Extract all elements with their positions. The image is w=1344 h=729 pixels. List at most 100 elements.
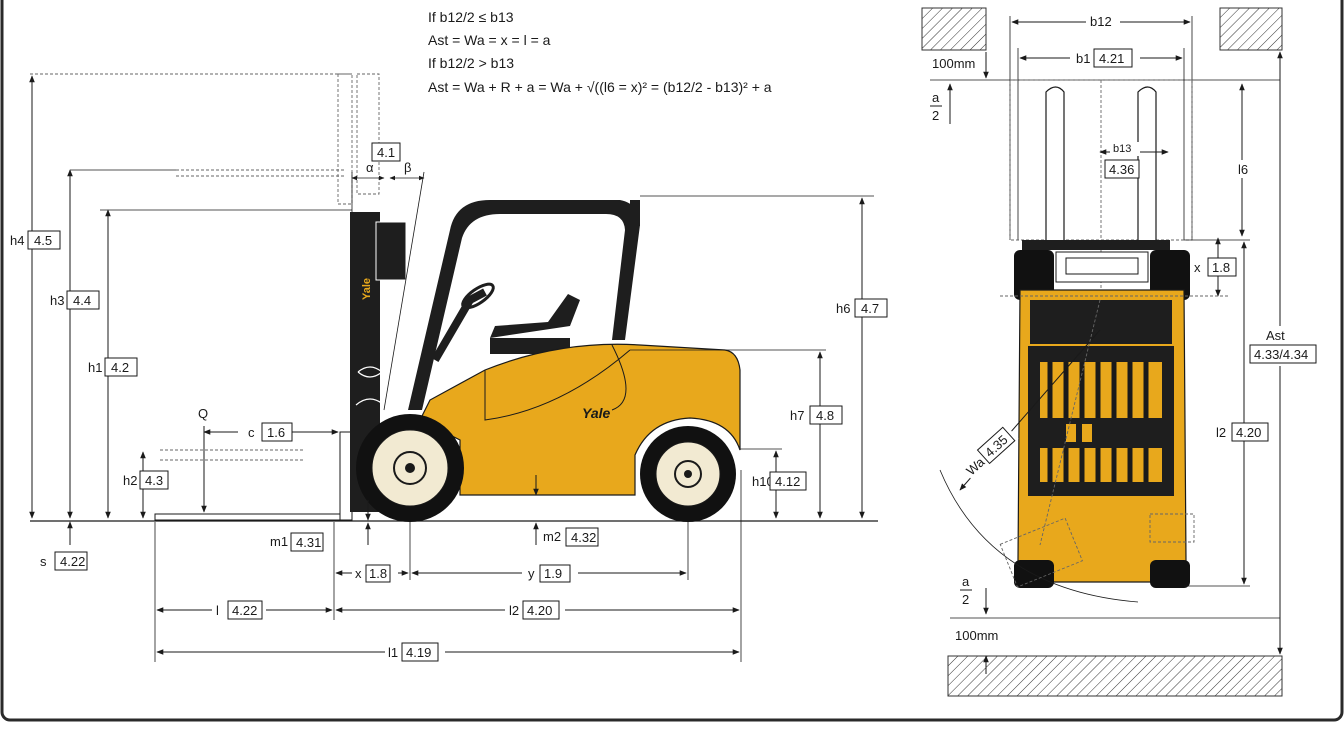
clearance-top-label: 100mm: [932, 56, 975, 71]
fork-right-top: [1137, 86, 1157, 240]
b12-label: b12: [1086, 14, 1120, 30]
wall-top-right: [1219, 7, 1283, 51]
l2-label: l2 4.20: [505, 600, 565, 620]
svg-text:a: a: [962, 574, 970, 589]
rear-wheel: [640, 426, 736, 522]
m1-label: m1 4.31: [270, 532, 324, 552]
svg-text:h7: h7: [790, 408, 804, 423]
svg-text:s: s: [40, 554, 47, 569]
top-l2-label: l2 4.20: [1214, 422, 1270, 442]
l6-label: l6: [1236, 160, 1252, 178]
mast-brand-logo: Yale: [361, 278, 373, 300]
svg-text:4.2: 4.2: [111, 360, 129, 375]
h6-label: h6 4.7: [836, 298, 888, 318]
svg-text:4.31: 4.31: [296, 535, 321, 550]
svg-text:4.32: 4.32: [571, 530, 596, 545]
h4-label: h4 4.5: [10, 230, 61, 250]
svg-text:1.8: 1.8: [1212, 260, 1230, 275]
svg-text:2: 2: [932, 108, 939, 123]
svg-text:β: β: [404, 160, 411, 175]
svg-text:l: l: [216, 603, 219, 618]
svg-text:h2: h2: [123, 473, 137, 488]
half-a-bottom-label: a 2: [960, 574, 989, 615]
truck-top-view: [1014, 240, 1190, 588]
y-label: y 1.9: [522, 564, 578, 583]
svg-text:Ast: Ast: [1266, 328, 1285, 343]
h7-label: h7 4.8: [790, 405, 843, 425]
svg-text:x: x: [355, 566, 362, 581]
svg-text:b13: b13: [1113, 143, 1131, 155]
svg-text:4.21: 4.21: [1099, 51, 1124, 66]
formula-block: If b12/2 ≤ b13 Ast = Wa = x = l = a If b…: [428, 9, 772, 95]
svg-text:h6: h6: [836, 301, 850, 316]
svg-text:y: y: [528, 566, 535, 581]
side-view: Yale Yale: [10, 73, 888, 662]
svg-text:l1: l1: [388, 645, 398, 660]
h2-label: h2 4.3: [123, 470, 169, 490]
svg-text:4.20: 4.20: [527, 603, 552, 618]
wall-bottom: [947, 655, 1283, 697]
svg-text:4.20: 4.20: [1236, 425, 1261, 440]
svg-text:m2: m2: [543, 529, 561, 544]
formula-line-1: If b12/2 ≤ b13: [428, 9, 514, 25]
svg-text:b12: b12: [1090, 14, 1112, 29]
svg-text:m1: m1: [270, 534, 288, 549]
turning-arc: [939, 469, 1139, 603]
formula-line-4: Ast = Wa + R + a = Wa + √((l6 = x)² = (b…: [428, 79, 772, 95]
clearance-bottom-label: 100mm: [955, 628, 998, 643]
svg-text:α: α: [366, 160, 374, 175]
h1-label: h1 4.2: [88, 357, 138, 377]
svg-text:4.12: 4.12: [775, 474, 800, 489]
wa-label: Wa 4.35: [960, 425, 1019, 481]
svg-text:4.3: 4.3: [145, 473, 163, 488]
front-wheel: [356, 414, 464, 522]
steering-column: [431, 288, 487, 363]
b13-label: b13 4.36: [1104, 142, 1140, 179]
svg-text:h1: h1: [88, 360, 102, 375]
fork-left-top: [1045, 86, 1065, 240]
svg-text:h3: h3: [50, 293, 64, 308]
svg-text:4.22: 4.22: [232, 603, 257, 618]
svg-text:l2: l2: [1216, 425, 1226, 440]
svg-text:4.5: 4.5: [34, 233, 52, 248]
svg-text:4.19: 4.19: [406, 645, 431, 660]
svg-text:2: 2: [962, 592, 969, 607]
l1-label: l1 4.19: [385, 642, 445, 662]
truck-body: [419, 343, 741, 496]
m2-label: m2 4.32: [543, 527, 599, 547]
half-a-top-label: a 2: [930, 83, 953, 124]
svg-text:l6: l6: [1238, 162, 1248, 177]
h10-label: h10 4.12: [752, 471, 807, 491]
svg-text:4.33/4.34: 4.33/4.34: [1254, 347, 1308, 362]
fork-lowered: [154, 513, 341, 521]
svg-text:1.8: 1.8: [369, 566, 387, 581]
body-brand-logo: Yale: [582, 405, 610, 421]
svg-text:4.4: 4.4: [73, 293, 91, 308]
svg-text:1.6: 1.6: [267, 425, 285, 440]
b1-label: b1 4.21: [1070, 48, 1140, 68]
wall-top-left: [921, 7, 987, 51]
ast-label: Ast 4.33/4.34: [1249, 326, 1320, 366]
l-label: l 4.22: [212, 600, 266, 620]
h3-label: h3 4.4: [50, 290, 100, 310]
raised-mast-outline: [30, 73, 380, 461]
c-label: c 1.6: [238, 422, 293, 442]
x-label: x 1.8: [352, 564, 398, 583]
formula-line-2: Ast = Wa = x = l = a: [428, 32, 551, 48]
svg-text:4.7: 4.7: [861, 301, 879, 316]
svg-text:4.22: 4.22: [60, 554, 85, 569]
svg-text:b1: b1: [1076, 51, 1090, 66]
top-view: b12 b1 4.21 100mm a 2: [921, 7, 1320, 697]
tilt-angles: 4.1 α β: [351, 142, 425, 411]
svg-text:a: a: [932, 90, 940, 105]
formula-line-3: If b12/2 > b13: [428, 55, 514, 71]
seat: [490, 294, 580, 338]
svg-text:4.36: 4.36: [1109, 162, 1134, 177]
s-label: s 4.22: [40, 551, 88, 571]
svg-text:1.9: 1.9: [544, 566, 562, 581]
top-x-label: x 1.8: [1194, 257, 1237, 277]
svg-text:l2: l2: [509, 603, 519, 618]
